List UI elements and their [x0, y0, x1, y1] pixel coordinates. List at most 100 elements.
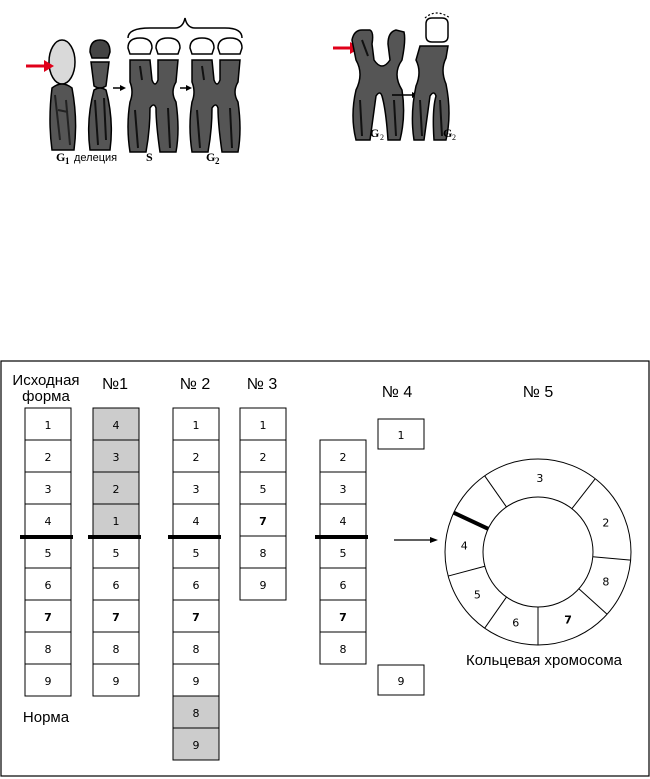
segment-box — [92, 663, 140, 697]
ring-segment-label: 7 — [564, 614, 572, 627]
segment-label: 5 — [113, 547, 120, 560]
fragment-label: 1 — [398, 429, 405, 442]
deleted-fragment — [425, 17, 449, 43]
label-g2-left-sub: 2 — [380, 133, 384, 142]
segment-box — [24, 567, 72, 601]
segment-label: 8 — [193, 707, 200, 720]
segment-box — [92, 631, 140, 665]
ring-divider — [484, 475, 507, 508]
label-g1-sub: 1 — [65, 156, 70, 166]
footer-norm: Норма — [23, 709, 70, 726]
segment-label: 2 — [113, 483, 120, 496]
top-left-chromosome-figure: G 1 делеция S G 2 — [26, 17, 243, 166]
segment-label: 3 — [113, 451, 120, 464]
segment-box — [239, 407, 287, 441]
ring-segment-label: 4 — [461, 540, 468, 553]
segment-box — [172, 407, 220, 441]
chromosome-g1 — [48, 39, 77, 151]
chromosome-g2-before — [351, 29, 406, 141]
ring-segment-label: 3 — [536, 472, 543, 485]
segment-label: 6 — [45, 579, 52, 592]
title-n4: № 4 — [382, 384, 413, 401]
segment-label: 5 — [340, 547, 347, 560]
brace — [127, 17, 243, 39]
segment-label: 2 — [260, 451, 267, 464]
segment-box — [319, 631, 367, 665]
label-g1: G — [56, 150, 65, 164]
segment-label: 9 — [193, 675, 200, 688]
ring-segment-label: 8 — [602, 576, 609, 589]
segment-label: 6 — [340, 579, 347, 592]
segment-label: 9 — [113, 675, 120, 688]
segment-box — [24, 471, 72, 505]
segment-box — [92, 567, 140, 601]
segment-label: 4 — [113, 419, 120, 432]
title-n2: № 2 — [180, 376, 211, 393]
chromosome-g2 — [189, 37, 243, 153]
segment-label: 5 — [193, 547, 200, 560]
segment-label: 4 — [193, 515, 200, 528]
ring-divider — [592, 556, 631, 561]
ring-caption: Кольцевая хромосома — [466, 652, 623, 669]
fragment-box — [377, 418, 425, 450]
label-g2-right-sub: 2 — [452, 133, 456, 142]
segment-box — [92, 407, 140, 441]
segment-label: 6 — [113, 579, 120, 592]
segment-box — [24, 663, 72, 697]
bottom-frame — [0, 360, 650, 777]
ring-segment-label: 5 — [474, 588, 481, 601]
label-g2-left: G — [370, 126, 379, 140]
label-g2-sub: 2 — [215, 156, 220, 166]
segment-box — [24, 503, 72, 537]
fragment-box — [377, 664, 425, 696]
segment-label: 2 — [45, 451, 52, 464]
title-n5: № 5 — [523, 384, 554, 401]
segment-label: 1 — [260, 419, 267, 432]
segment-box — [92, 503, 140, 537]
segment-box — [172, 567, 220, 601]
segment-box — [239, 567, 287, 601]
segment-box — [319, 567, 367, 601]
segment-label: 3 — [340, 483, 347, 496]
segment-label: 8 — [260, 547, 267, 560]
segment-box — [172, 695, 220, 729]
ring-divider — [578, 588, 608, 615]
segment-label: 5 — [45, 547, 52, 560]
segment-label: 8 — [193, 643, 200, 656]
segment-label: 9 — [260, 579, 267, 592]
segment-label: 6 — [193, 579, 200, 592]
segment-box — [92, 535, 140, 569]
title-norm-line2: форма — [22, 388, 70, 405]
segment-box — [24, 631, 72, 665]
label-deletion: делеция — [74, 152, 117, 164]
label-s: S — [146, 150, 153, 164]
segment-label: 2 — [340, 451, 347, 464]
ring-chromosome: 3 2 8 7 6 5 4 — [444, 458, 632, 646]
segment-box — [172, 599, 220, 633]
segment-label: 1 — [193, 419, 200, 432]
segment-box — [172, 663, 220, 697]
ring-segment-label: 6 — [512, 617, 519, 630]
ring-divider — [484, 596, 507, 629]
segment-label: 8 — [113, 643, 120, 656]
top-right-chromosome-figure: G 2 G 2 — [333, 12, 456, 142]
segment-label: 7 — [192, 611, 200, 624]
fragment-label: 9 — [398, 675, 405, 688]
segment-label: 7 — [112, 611, 120, 624]
segment-label: 7 — [339, 611, 347, 624]
label-g2: G — [206, 150, 215, 164]
segment-box — [172, 471, 220, 505]
ring-divider — [571, 478, 596, 509]
segment-label: 9 — [193, 739, 200, 752]
ring-segment-label: 2 — [602, 516, 609, 529]
segment-label: 4 — [340, 515, 347, 528]
chromosome-g2-after — [411, 12, 451, 141]
segment-box — [92, 439, 140, 473]
segment-box — [172, 439, 220, 473]
